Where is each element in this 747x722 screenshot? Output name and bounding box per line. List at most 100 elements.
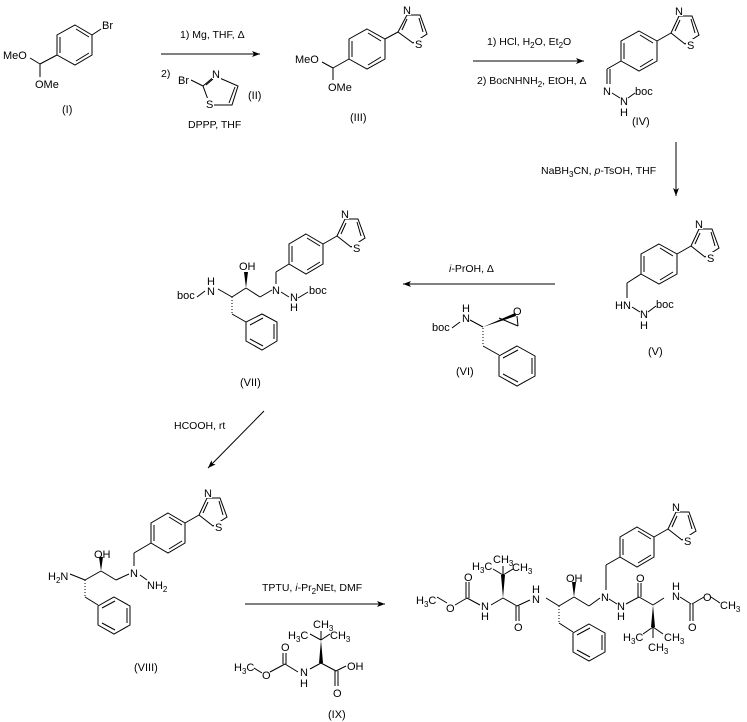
compound-V: N S HN N H boc (V) (615, 218, 720, 358)
compound-label-V: (V) (648, 346, 663, 358)
atom-n: N (130, 568, 138, 580)
compound-product: N S N N H O H N O O CH3 H3C CH3 CH3 (416, 501, 741, 662)
atom-h3c: H3C (234, 662, 254, 676)
atom-tn: N (695, 219, 703, 231)
atom-h1: H (207, 276, 215, 288)
compound-I: Br MeO OMe (I) (3, 20, 113, 116)
atom-br: Br (178, 75, 189, 87)
condition-step3: NaBH3CN, p-TsOH, THF (541, 165, 656, 179)
atom-h3c-rb: H3C (623, 632, 643, 646)
atom-s: S (206, 99, 213, 111)
condition-step2-line1: 1) HCl, H2O, Et2O (487, 36, 571, 50)
atom-tn: N (341, 209, 349, 221)
atom-n: N (462, 313, 470, 325)
compound-label-IX: (IX) (328, 709, 346, 721)
atom-n: N (640, 309, 648, 321)
atom-ts: S (707, 253, 714, 265)
atom-ts: S (353, 243, 360, 255)
compound-III: N S MeO OMe (III) (295, 4, 428, 124)
atom-oh: OH (239, 261, 256, 273)
atom-n1: N (603, 86, 611, 98)
atom-ch3-right: CH3 (330, 630, 351, 644)
step4: i-PrOH, Δ (403, 263, 555, 287)
compound-IX: CH3 H3C CH3 N H OH O O O H3C (IX) (234, 619, 364, 721)
step1: 1) Mg, THF, Δ 2) Br N S (II) DPPP, THF (161, 29, 261, 131)
atom-n1: N (207, 286, 215, 298)
atom-ch3-top: CH3 (313, 619, 334, 633)
atom-h2n: H2N (48, 571, 68, 585)
atom-ch3-rb: CH3 (664, 632, 685, 646)
compound-label-III: (III) (350, 112, 367, 124)
atom-h-lval: H (481, 611, 489, 623)
atom-meo: MeO (3, 50, 27, 62)
atom-n: N (300, 667, 308, 679)
atom-h-right: H (672, 581, 680, 593)
compound-label-II: (II) (248, 90, 261, 102)
atom-tn: N (204, 488, 212, 500)
atom-o-amide2: O (636, 573, 645, 585)
atom-h: H (620, 107, 628, 119)
atom-n-lval: N (481, 601, 489, 613)
atom-o-amide1: O (514, 622, 523, 634)
condition-step1-line2: 2) (161, 68, 170, 80)
atom-n2: N (272, 285, 280, 297)
atom-br: Br (102, 20, 113, 32)
compound-label-VIII: (VIII) (134, 662, 158, 674)
atom-hn: HN (615, 300, 631, 312)
atom-h3: H (290, 302, 298, 314)
step2: 1) HCl, H2O, Et2O 2) BocNHNH2, EtOH, Δ (473, 36, 587, 89)
compound-label-VII: (VII) (240, 377, 261, 389)
atom-meo: MeO (295, 54, 319, 66)
atom-boc1: boc (177, 290, 195, 302)
atom-ch3-right: CH3 (720, 600, 741, 614)
atom-n: N (403, 5, 411, 17)
atom-o2: O (262, 670, 271, 682)
condition-step6: TPTU, i-Pr2NEt, DMF (262, 582, 362, 596)
compound-label-IV: (IV) (632, 116, 650, 128)
atom-oh: OH (566, 573, 583, 585)
atom-o-carb2: O (688, 622, 697, 634)
atom-oh: OH (94, 549, 111, 561)
atom-oh: OH (347, 661, 364, 673)
atom-o: O (513, 306, 522, 318)
atom-h2: H (617, 611, 625, 623)
step3: NaBH3CN, p-TsOH, THF (541, 142, 679, 196)
atom-n3: N (290, 292, 298, 304)
atom-o3: O (333, 688, 342, 700)
atom-h3c-lt: H3C (472, 561, 492, 575)
atom-tn: N (672, 502, 680, 514)
atom-ome: OMe (35, 79, 59, 91)
atom-n2: N (620, 96, 628, 108)
atom-tn: N (675, 6, 683, 18)
compound-VI: H N boc O (VI) (432, 303, 536, 387)
atom-o-ester2: O (703, 592, 712, 604)
atom-nh2: NH2 (147, 580, 168, 594)
condition-step5: HCOOH, rt (174, 420, 225, 432)
atom-s: S (415, 39, 422, 51)
step6: TPTU, i-Pr2NEt, DMF (245, 582, 385, 607)
atom-boc: boc (656, 299, 674, 311)
atom-o1: O (281, 642, 290, 654)
condition-step1-line3: DPPP, THF (188, 119, 241, 131)
compound-label-VI: (VI) (456, 366, 474, 378)
condition-step1-line1: 1) Mg, THF, Δ (180, 29, 245, 41)
atom-n-right: N (672, 591, 680, 603)
compound-IV: N S N N H boc (IV) (603, 5, 700, 128)
condition-step2-line2: 2) BocNHNH2, EtOH, Δ (477, 75, 587, 89)
atom-n-left: N (532, 594, 540, 606)
atom-ts: S (215, 522, 222, 534)
atom-ch3-ltop: CH3 (493, 554, 514, 568)
atom-n2: N (617, 601, 625, 613)
step5: HCOOH, rt (174, 410, 265, 469)
compound-label-I: (I) (62, 104, 72, 116)
atom-boc: boc (432, 322, 450, 334)
atom-h: H (640, 320, 648, 332)
atom-h: H (300, 678, 308, 690)
atom-ch3-rbot: CH3 (648, 642, 669, 656)
atom-boc2: boc (309, 285, 327, 297)
atom-h-left: H (532, 584, 540, 596)
atom-n: N (212, 69, 220, 81)
atom-o-carb1: O (464, 572, 473, 584)
atom-ome: OMe (328, 82, 352, 94)
